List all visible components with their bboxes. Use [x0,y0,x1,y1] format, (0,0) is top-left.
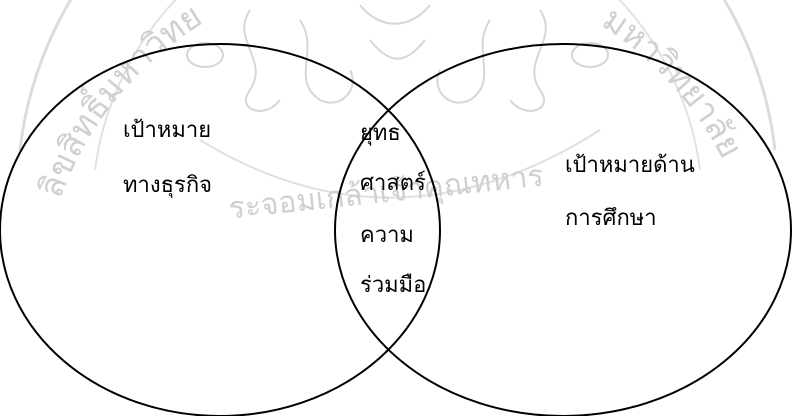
left-circle-label-line-1: เป้าหมาย [123,120,211,142]
right-circle-label-line-1: เป้าหมายด้าน [565,155,695,177]
intersection-label-line-1: ยุทธ [360,123,401,145]
intersection-label-line-3: ความ [360,225,414,247]
intersection-label-line-2: ศาสตร์ [360,173,426,195]
right-circle-label-line-2: การศึกษา [565,208,657,230]
intersection-label-line-4: ร่วมมือ [360,275,426,297]
left-circle-label-line-2: ทางธุรกิจ [123,175,212,197]
